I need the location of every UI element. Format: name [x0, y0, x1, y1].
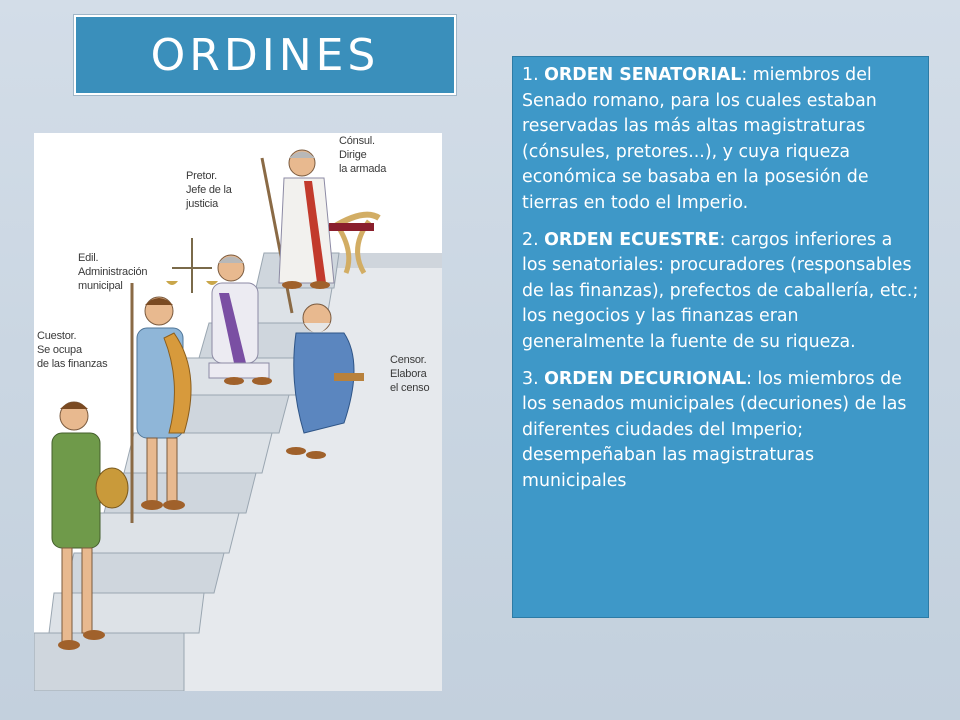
cuestor-figure: [51, 401, 129, 650]
order-description: : miembros del Senado romano, para los c…: [522, 65, 877, 213]
order-description: : los miembros de los senados municipale…: [522, 368, 907, 491]
ramp-wall: [154, 253, 442, 691]
slide-title-box: ORDINES: [74, 15, 456, 95]
order-number: 3.: [522, 368, 545, 389]
order-decurional: 3. ORDEN DECURIONAL: los miembros de los…: [522, 367, 920, 495]
order-name: ORDEN DECURIONAL: [544, 368, 747, 389]
censor-figure: [286, 303, 364, 459]
label-cuestor: Cuestor. Se ocupa de las finanzas: [37, 330, 108, 370]
label-pretor: Pretor. Jefe de la justicia: [186, 170, 232, 210]
order-number: 2.: [522, 229, 545, 250]
label-censor: Censor. Elabora el censo: [390, 354, 430, 394]
curule-chair: [329, 211, 381, 275]
order-description: : cargos inferiores a los senatoriales: …: [522, 229, 919, 352]
label-edil: Edil. Administración municipal: [78, 252, 148, 292]
order-ecuestre: 2. ORDEN ECUESTRE: cargos inferiores a l…: [522, 228, 920, 356]
orders-text-panel: 1. ORDEN SENATORIAL: miembros del Senado…: [512, 56, 929, 618]
label-consul: Cónsul. Dirige la armada: [339, 135, 387, 175]
order-name: ORDEN SENATORIAL: [544, 65, 742, 85]
pretor-figure: [166, 238, 272, 385]
order-number: 1.: [522, 65, 545, 85]
consul-figure: [260, 149, 335, 314]
order-senatorial: 1. ORDEN SENATORIAL: miembros del Senado…: [522, 63, 920, 217]
slide-title: ORDINES: [150, 29, 380, 81]
roman-staircase-illustration: Cónsul. Dirige la armada Pretor. Jefe de…: [34, 133, 442, 691]
staircase-drawing: [34, 149, 442, 691]
edil-figure: [130, 283, 192, 523]
money-bag-icon: [95, 467, 129, 509]
order-name: ORDEN ECUESTRE: [544, 229, 720, 250]
